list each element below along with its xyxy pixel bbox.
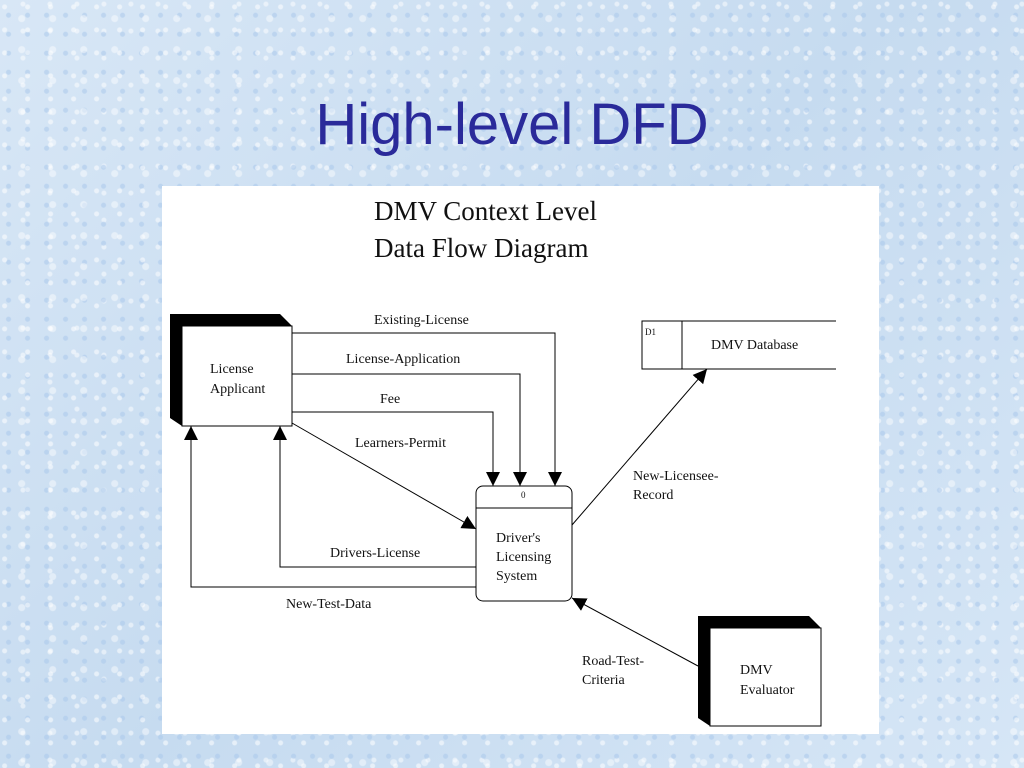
entity-license-applicant-line2: Applicant [210,382,265,397]
flow-new-licensee-record-label-2: Record [633,488,673,503]
datastore-name: DMV Database [711,338,798,353]
slide-title: High-level DFD [315,92,709,157]
flow-fee-label: Fee [380,392,400,407]
process-number: 0 [521,490,526,500]
datastore-id: D1 [645,327,656,337]
flow-learners-permit: Learners-Permit [291,422,477,530]
entity-dmv-evaluator-line1: DMV [740,663,773,678]
entity-dmv-evaluator: DMV Evaluator [698,616,822,727]
dfd-diagram: DMV Context Level Data Flow Diagram Lice… [170,196,836,727]
flow-license-application: License-Application [292,352,527,486]
flow-existing-license: Existing-License [292,313,562,486]
entity-license-applicant: License Applicant [170,314,293,427]
flow-new-test-data-label: New-Test-Data [286,597,372,612]
flow-license-application-label: License-Application [346,352,460,367]
dfd-figure: DMV Context Level Data Flow Diagram Lice… [162,186,879,734]
flow-new-test-data: New-Test-Data [184,426,476,612]
flow-drivers-license: Drivers-License [273,426,476,568]
entity-license-applicant-line1: License [210,362,254,377]
flow-learners-permit-label: Learners-Permit [355,436,446,451]
flow-fee: Fee [292,392,500,486]
flow-drivers-license-label: Drivers-License [330,546,420,561]
flow-road-test-criteria: Road-Test- Criteria [571,597,699,688]
process-line2: Licensing [496,550,551,565]
flow-new-licensee-record-label-1: New-Licensee- [633,469,719,484]
flow-new-licensee-record: New-Licensee- Record [571,368,719,526]
flow-road-test-criteria-label-2: Criteria [582,673,626,688]
flow-road-test-criteria-label-1: Road-Test- [582,654,644,669]
process-line3: System [496,569,537,584]
process-line1: Driver's [496,531,541,546]
diagram-title-line1: DMV Context Level [374,196,597,226]
entity-dmv-evaluator-line2: Evaluator [740,683,795,698]
datastore-dmv-database: D1 DMV Database [641,320,836,370]
process-drivers-licensing-system: 0 Driver's Licensing System [475,485,573,602]
diagram-title-line2: Data Flow Diagram [374,233,588,263]
flow-existing-license-label: Existing-License [374,313,469,328]
